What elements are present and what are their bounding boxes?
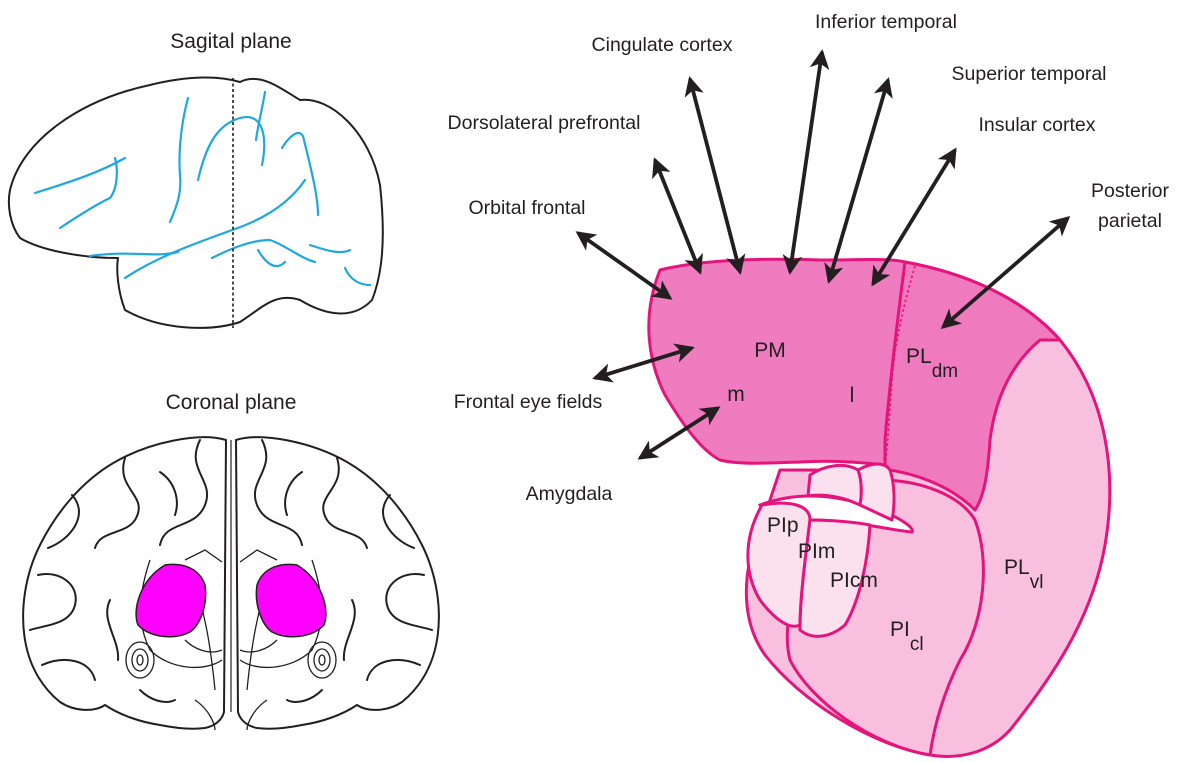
label-insular-cortex: Insular cortex <box>978 114 1095 136</box>
coronal-title: Coronal plane <box>166 391 297 414</box>
arrow-dorsolateral-prefrontal <box>655 160 700 272</box>
region-pim-label: PIm <box>798 540 835 563</box>
arrow-orbital-frontal <box>578 233 670 298</box>
arrow-cingulate-cortex <box>690 79 740 272</box>
sagittal-title: Sagital plane <box>170 30 291 53</box>
label-superior-temporal: Superior temporal <box>952 63 1107 85</box>
region-l-label: l <box>850 384 855 407</box>
region-pm-shape <box>649 259 905 465</box>
region-m-label: m <box>727 383 745 406</box>
sagittal-brain-outline <box>9 77 383 327</box>
label-posterior-parietal-line1: Posterior <box>1091 180 1170 202</box>
arrow-superior-temporal <box>829 80 888 281</box>
label-inferior-temporal: Inferior temporal <box>815 11 957 33</box>
sagittal-brain-panel: Sagital plane <box>9 30 383 328</box>
label-posterior-parietal-line2: parietal <box>1098 210 1162 232</box>
region-pip-label: PIp <box>767 514 799 537</box>
pulvinar-diagram: PM m l PLdm PLvl PIcl PIp PIm PIcm Cingu… <box>448 11 1170 756</box>
region-pm-label: PM <box>754 339 786 362</box>
region-picm-label: PIcm <box>830 569 878 592</box>
label-orbital-frontal: Orbital frontal <box>468 197 585 219</box>
label-frontal-eye-fields: Frontal eye fields <box>454 391 603 413</box>
label-cingulate-cortex: Cingulate cortex <box>592 34 733 56</box>
label-dorsolateral-prefrontal: Dorsolateral prefrontal <box>448 112 641 134</box>
label-amygdala: Amygdala <box>526 483 613 505</box>
coronal-brain-panel: Coronal plane <box>23 391 439 730</box>
arrow-inferior-temporal <box>790 52 822 272</box>
